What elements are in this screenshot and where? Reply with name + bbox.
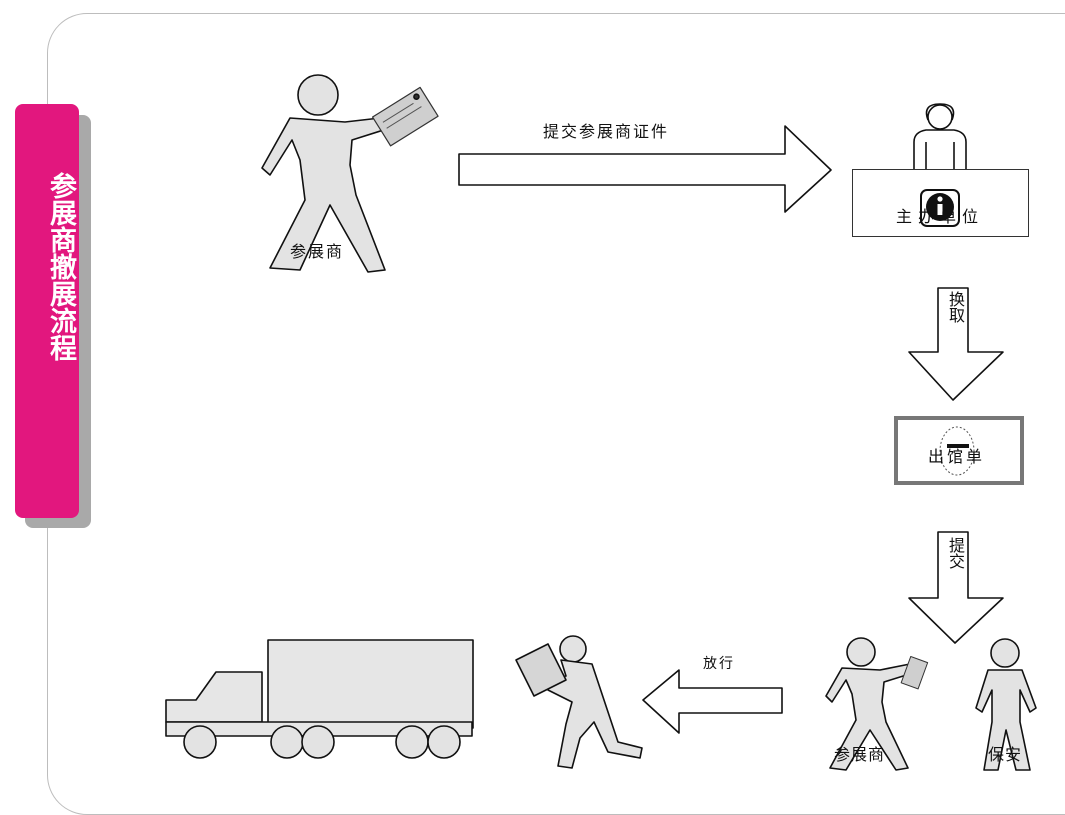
label-exchange: 换取: [946, 291, 965, 323]
receptionist-icon: [913, 103, 967, 170]
label-submit: 提交: [946, 537, 965, 569]
label-submit-certificate: 提交参展商证件: [543, 122, 670, 141]
label-exit-slip: 出馆单: [928, 447, 986, 466]
overlay-icons: [920, 189, 975, 476]
exit-slip-box: [894, 416, 1024, 485]
sidebar-title: 参展商撤展流程: [45, 172, 76, 361]
arrow-left-release: [642, 669, 783, 734]
person-carrying-box-icon: [515, 635, 643, 769]
person-holding-card-icon: [261, 74, 439, 273]
label-release: 放行: [703, 656, 735, 672]
arrow-down-exchange: [908, 287, 1004, 401]
sidebar-tab: 参展商撤展流程: [15, 104, 79, 518]
arrow-right-submit: [458, 125, 832, 213]
label-organizer: 主办单位: [896, 207, 985, 226]
label-exhibitor-bottom: 参展商: [834, 745, 886, 764]
stamp-icon: [939, 426, 975, 476]
flow-diagram: [165, 74, 1037, 771]
person-holding-card-icon: [825, 637, 929, 771]
label-exhibitor-top: 参展商: [290, 242, 345, 261]
label-security: 保安: [988, 745, 1023, 764]
arrow-down-submit: [908, 531, 1004, 644]
guard-icon: [975, 638, 1037, 771]
truck-icon: [165, 639, 474, 759]
info-icon: [920, 189, 960, 227]
